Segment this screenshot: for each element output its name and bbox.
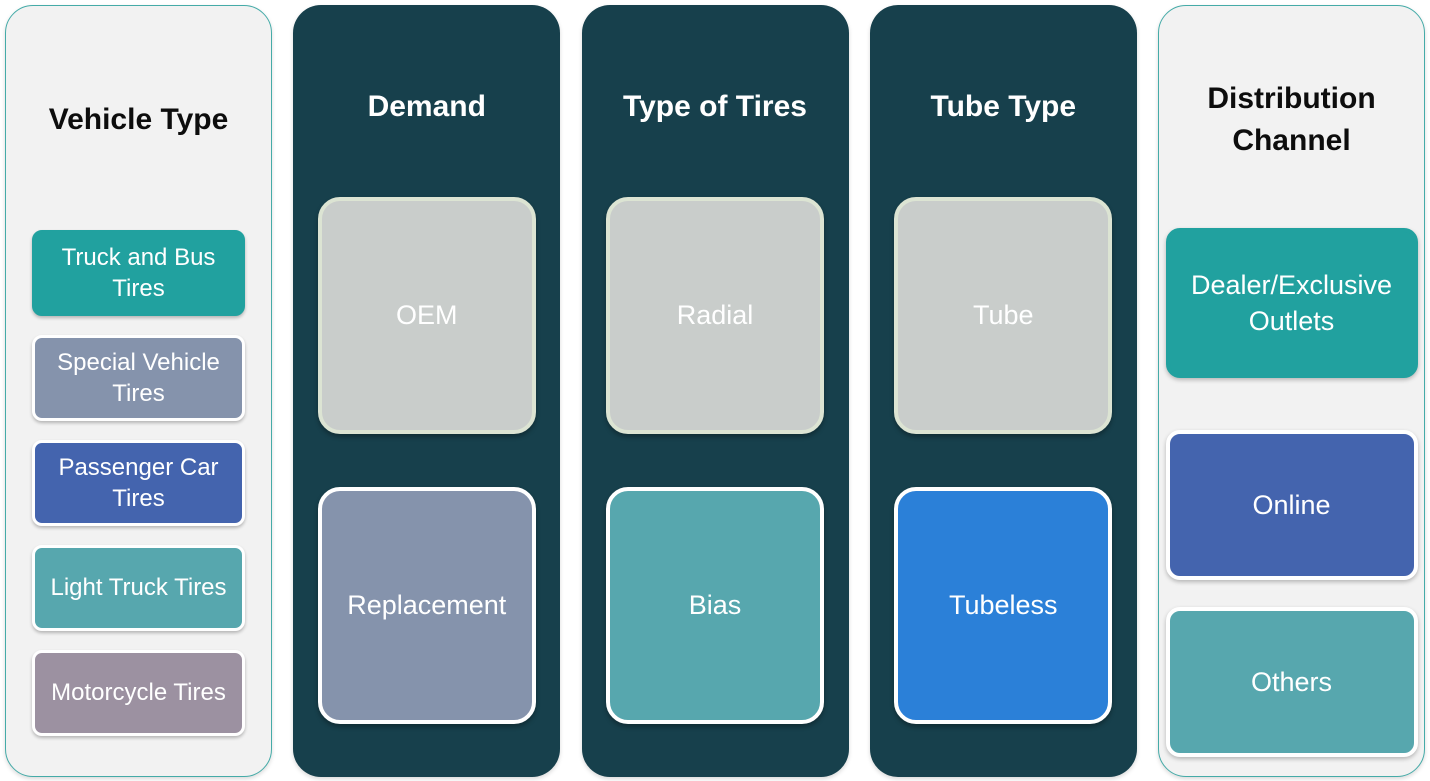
segment-box-special-vehicle-tires: Special Vehicle Tires [32,335,245,421]
segment-box-dealer-exclusive-outlets: Dealer/Exclusive Outlets [1165,228,1418,378]
segment-label: Passenger Car Tires [58,453,219,512]
segment-box-passenger-car-tires: Passenger Car Tires [32,440,245,526]
segment-box-oem: OEM [317,197,536,434]
column-tube-type: Tube Type Tube Tubeless [869,5,1137,777]
segment-label: Motorcycle Tires [51,679,226,707]
segment-box-motorcycle-tires: Motorcycle Tires [32,650,245,736]
column-type-of-tires: Type of Tires Radial Bias [581,5,849,777]
column-title-tube-type: Tube Type [930,90,1077,123]
type-of-tires-items: Radial Bias [582,195,849,777]
segment-label: Dealer/Exclusive Outlets [1190,269,1393,336]
segment-label: Special Vehicle Tires [57,348,220,407]
segment-box-tube: Tube [894,197,1113,434]
tube-type-items: Tube Tubeless [870,195,1137,777]
column-vehicle-type: Vehicle Type Truck and Bus Tires Special… [5,5,272,777]
distribution-channel-items: Dealer/Exclusive Outlets Online Others [1159,220,1424,757]
segment-box-tubeless: Tubeless [894,487,1113,724]
segment-box-online: Online [1165,430,1418,580]
segment-label: OEM [395,300,458,330]
segment-box-truck-and-bus-tires: Truck and Bus Tires [32,230,245,316]
segment-box-bias: Bias [606,487,824,724]
segment-label: Light Truck Tires [50,574,227,602]
segment-label: Tubeless [948,590,1058,620]
segment-label: Bias [688,590,742,620]
demand-items: OEM Replacement [293,195,560,777]
segment-box-others: Others [1165,607,1418,757]
column-title-vehicle-type: Vehicle Type [48,103,229,136]
segment-box-light-truck-tires: Light Truck Tires [32,545,245,631]
column-title-type-of-tires: Type of Tires [623,90,807,123]
column-title-demand: Demand [367,90,486,123]
segment-label: Others [1250,666,1333,697]
vehicle-type-items: Truck and Bus Tires Special Vehicle Tire… [6,220,271,755]
column-demand: Demand OEM Replacement [293,5,561,777]
segment-label: Tube [972,300,1034,330]
column-distribution-channel: Distribution Channel Dealer/Exclusive Ou… [1158,5,1425,777]
column-title-distribution-channel: Distribution Channel [1207,82,1376,157]
segment-box-replacement: Replacement [317,487,536,724]
segment-box-radial: Radial [606,197,824,434]
segment-label: Truck and Bus Tires [61,243,216,302]
segment-label: Replacement [347,590,507,620]
segment-label: Radial [676,300,754,330]
segment-label: Online [1252,489,1331,520]
